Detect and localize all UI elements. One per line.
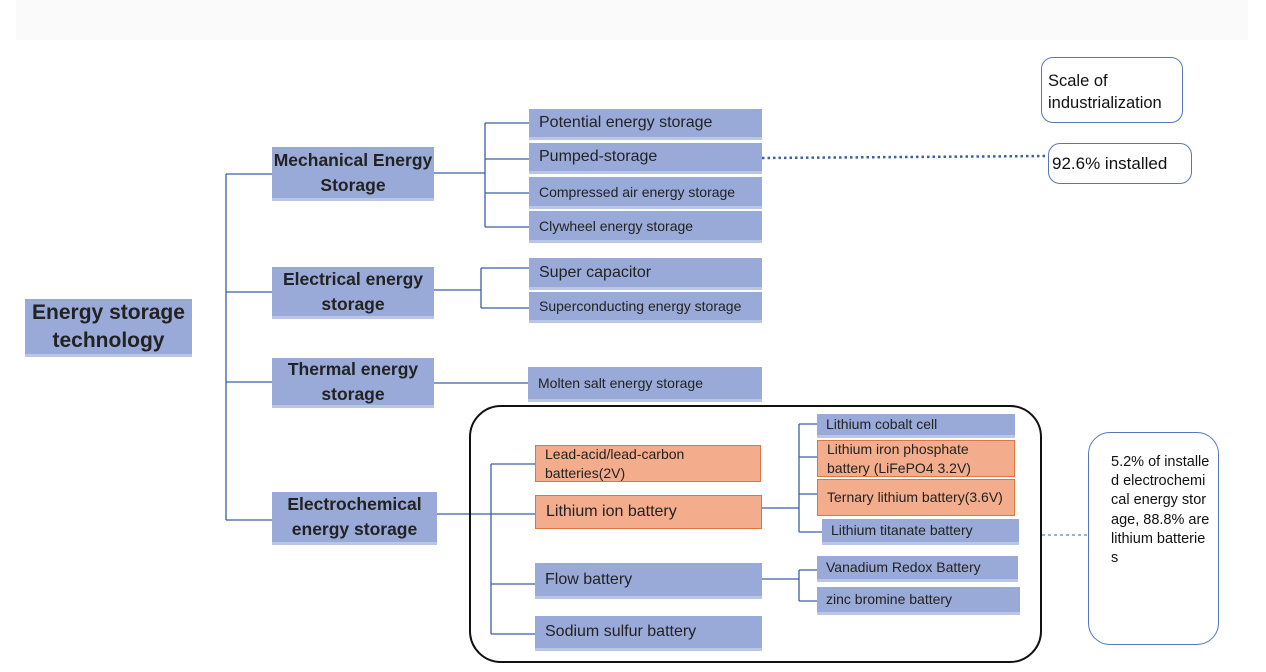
leaf-lithium-titanate: Lithium titanate battery — [822, 519, 1019, 545]
leaf-clywheel: Clywheel energy storage — [529, 211, 762, 243]
leaf-compressed-air: Compressed air energy storage — [529, 177, 762, 209]
category-electrochemical: Electrochemical energy storage — [272, 492, 437, 545]
note-pumped-share: 92.6% installed — [1048, 143, 1192, 184]
category-electrical: Electrical energy storage — [272, 267, 434, 319]
leaf-lithium-iron-phosphate: Lithium iron phosphate battery (LiFePO4 … — [817, 440, 1015, 477]
category-thermal: Thermal energy storage — [272, 358, 434, 408]
leaf-flow-battery: Flow battery — [535, 563, 762, 599]
leaf-vanadium-redox: Vanadium Redox Battery — [817, 556, 1018, 582]
leaf-molten-salt: Molten salt energy storage — [528, 367, 762, 402]
leaf-lithium-cobalt: Lithium cobalt cell — [817, 414, 1015, 438]
leaf-sodium-sulfur: Sodium sulfur battery — [535, 616, 762, 651]
leaf-superconducting: Superconducting energy storage — [529, 292, 762, 323]
leaf-zinc-bromine: zinc bromine battery — [817, 587, 1020, 615]
leaf-lead-acid: Lead-acid/lead-carbon batteries(2V) — [535, 445, 761, 482]
category-mechanical: Mechanical Energy Storage — [272, 147, 434, 201]
leaf-super-capacitor: Super capacitor — [529, 258, 762, 290]
note-electrochemical-share: 5.2% of installed electrochemical energy… — [1088, 432, 1219, 645]
leaf-pumped-storage: Pumped-storage — [529, 143, 762, 174]
leaf-potential-energy-storage: Potential energy storage — [529, 109, 762, 140]
leaf-ternary-lithium: Ternary lithium battery(3.6V) — [817, 479, 1015, 516]
electrochemical-group-frame — [469, 405, 1042, 663]
note-scale-of-industrialization: Scale of industrialization — [1041, 57, 1183, 123]
top-band — [16, 0, 1248, 40]
root-energy-storage-technology: Energy storage technology — [25, 299, 192, 357]
leaf-lithium-ion: Lithium ion battery — [535, 495, 762, 529]
